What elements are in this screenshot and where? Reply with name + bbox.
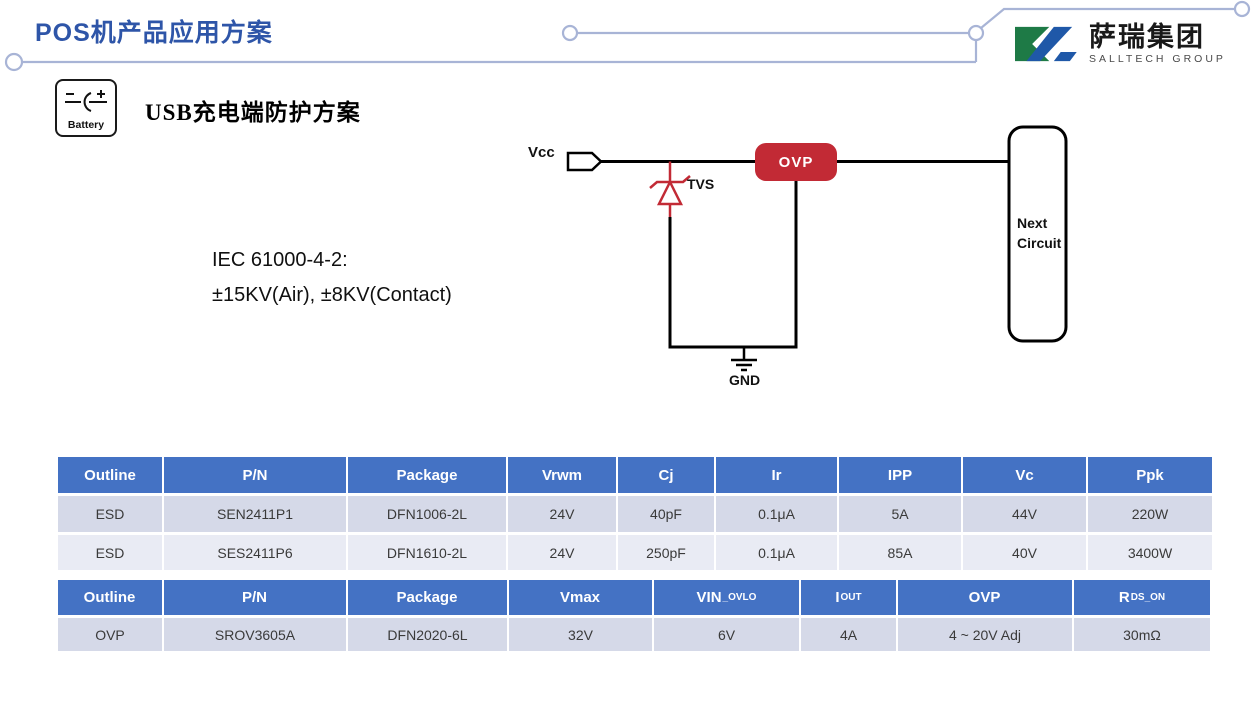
- table-cell: 40pF: [618, 496, 714, 532]
- vcc-label: Vcc: [528, 144, 555, 161]
- table-cell: ESD: [58, 496, 162, 532]
- next-circuit-label: Next Circuit: [1017, 213, 1061, 253]
- iec-note-line2: ±15KV(Air), ±8KV(Contact): [212, 284, 452, 306]
- header-cell: Vrwm: [508, 457, 616, 493]
- table-cell: 32V: [509, 618, 652, 651]
- next-circuit-line1: Next: [1017, 215, 1048, 231]
- table-cell: 85A: [839, 535, 961, 570]
- header-cell: Outline: [58, 580, 162, 615]
- header-cell: Vmax: [509, 580, 652, 615]
- next-circuit-line2: Circuit: [1017, 235, 1062, 251]
- header-cell: P/N: [164, 457, 346, 493]
- header-cell: P/N: [164, 580, 346, 615]
- table-cell: ESD: [58, 535, 162, 570]
- circuit-diagram: Vcc TVS OVP GND Next Circuit: [500, 120, 1100, 410]
- company-name: 萨瑞集团: [1089, 21, 1205, 52]
- next-circuit-block: [1007, 125, 1068, 343]
- tvs-label: TVS: [687, 176, 715, 192]
- decorative-lines: [4, 0, 1251, 72]
- table-cell: 4 ~ 20V Adj: [898, 618, 1072, 651]
- header-cell: Package: [348, 580, 507, 615]
- page-title: POS机产品应用方案: [35, 19, 273, 47]
- ovp-label: OVP: [778, 153, 814, 171]
- salltech-logo-icon: [1015, 26, 1077, 62]
- ovp-block: [755, 143, 837, 181]
- table-cell: 44V: [963, 496, 1086, 532]
- table-cell: SEN2411P1: [164, 496, 346, 532]
- header-cell: Ppk: [1088, 457, 1212, 493]
- table-cell: DFN1006-2L: [348, 496, 506, 532]
- table-cell: 0.1μA: [716, 496, 837, 532]
- table-cell: DFN2020-6L: [348, 618, 507, 651]
- table-cell: DFN1610-2L: [348, 535, 506, 570]
- header-cell: Vc: [963, 457, 1086, 493]
- battery-icon: Battery: [55, 79, 117, 137]
- header-cell: Package: [348, 457, 506, 493]
- header-cell: Ir: [716, 457, 837, 493]
- table-cell: 24V: [508, 496, 616, 532]
- battery-symbol-icon: [65, 90, 107, 112]
- ground-symbol: [731, 347, 757, 372]
- header-cell: Outline: [58, 457, 162, 493]
- table-cell: 6V: [654, 618, 799, 651]
- battery-icon-label: Battery: [67, 119, 105, 131]
- logo-text: 萨瑞集团 SALLTECH GROUP: [1089, 21, 1226, 65]
- header-cell: IPP: [839, 457, 961, 493]
- table-cell: 4A: [801, 618, 896, 651]
- table-cell: SROV3605A: [164, 618, 346, 651]
- table-cell: 30mΩ: [1074, 618, 1210, 651]
- table-cell: SES2411P6: [164, 535, 346, 570]
- iec-standard-note: IEC 61000-4-2: ±15KV(Air), ±8KV(Contact): [212, 243, 452, 313]
- table-cell: 40V: [963, 535, 1086, 570]
- header-cell: VIN_OVLO: [654, 580, 799, 615]
- table-cell: 250pF: [618, 535, 714, 570]
- table-cell: 3400W: [1088, 535, 1212, 570]
- esd-spec-table: Outline P/N Package Vrwm Cj Ir IPP Vc Pp…: [58, 457, 1212, 570]
- table-cell: 5A: [839, 496, 961, 532]
- header-cell: OVP: [898, 580, 1072, 615]
- table-cell: 220W: [1088, 496, 1212, 532]
- circuit-schematic: [566, 125, 1068, 372]
- vcc-connector: [566, 151, 603, 172]
- table-cell: 0.1μA: [716, 535, 837, 570]
- header-cell: Cj: [618, 457, 714, 493]
- section-heading: USB充电端防护方案: [145, 100, 361, 125]
- company-subtitle: SALLTECH GROUP: [1089, 52, 1226, 65]
- table-cell: 24V: [508, 535, 616, 570]
- company-logo: 萨瑞集团 SALLTECH GROUP: [1015, 21, 1226, 67]
- iec-note-line1: IEC 61000-4-2:: [212, 249, 348, 271]
- gnd-label: GND: [728, 372, 761, 388]
- table-cell: OVP: [58, 618, 162, 651]
- tvs-diode-symbol: [649, 161, 691, 217]
